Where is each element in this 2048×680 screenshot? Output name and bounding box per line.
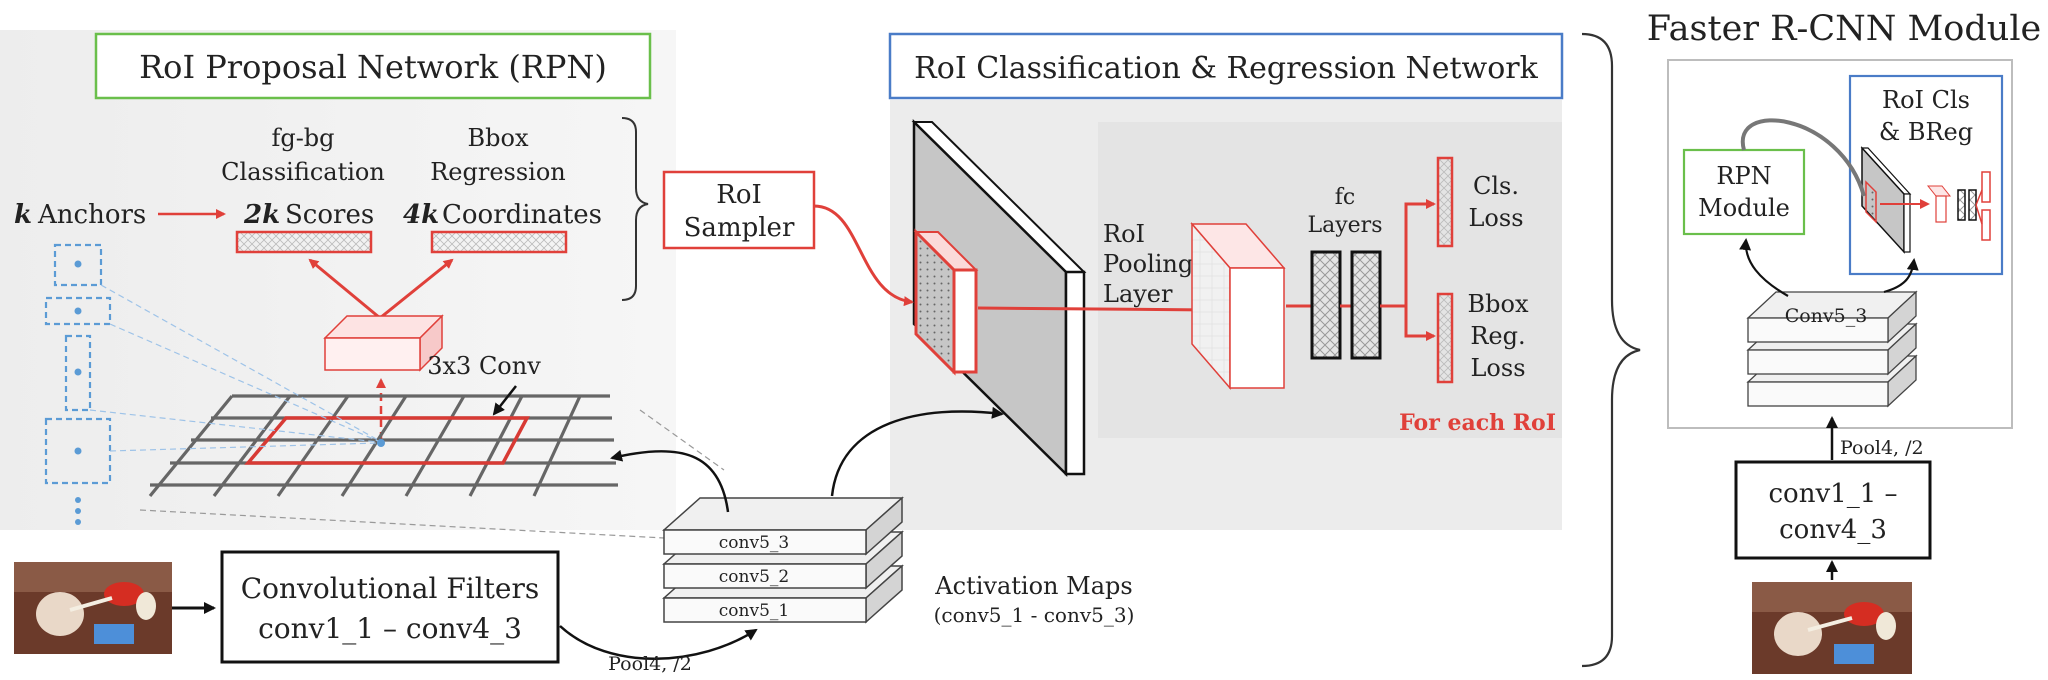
- summary-conv5-to-cls-arrow: [1883, 258, 1919, 294]
- feature-map-slab: [911, 119, 1087, 477]
- to-scores-arrow: [308, 258, 381, 320]
- input-image-left: [14, 562, 172, 654]
- anchor-lines: [89, 284, 379, 452]
- activation-line2: (conv5_1 - conv5_3): [934, 603, 1135, 627]
- for-each-roi-label: For each RoI: [1399, 410, 1556, 436]
- coords-k: 4k: [403, 200, 439, 230]
- summary-rpn-line1: RPN: [1716, 162, 1771, 190]
- cls-header-line1: fg-bg: [271, 124, 334, 152]
- roi-to-pool-arrow: [977, 304, 1214, 315]
- conv5-to-roi-arrow: [830, 406, 1004, 497]
- summary-conv-line2: conv4_3: [1779, 515, 1887, 545]
- filters-to-conv5-arrow: [559, 625, 758, 660]
- bbox-loss-line1: Bbox: [1468, 290, 1529, 318]
- summary-conv-box: conv1_1 – conv4_3: [1734, 460, 1932, 560]
- conv5-stack: conv5_3 conv5_2 conv5_1: [662, 496, 904, 624]
- cls-loss-vector: [1436, 156, 1454, 248]
- conv5-3-label: conv5_3: [719, 533, 789, 553]
- conv-filters-box: Convolutional Filters conv1_1 – conv4_3: [220, 550, 560, 664]
- scores-vector: [235, 230, 373, 254]
- conv5-2-label: conv5_2: [719, 567, 789, 587]
- cls-panel: RoI Classification & Regression Network …: [888, 32, 1564, 530]
- rpn-brace: [621, 117, 649, 301]
- fc-line1: fc: [1335, 185, 1355, 210]
- conv5-to-grid-arrow: [610, 449, 730, 513]
- summary-cls-line2: & BReg: [1879, 118, 1973, 146]
- activation-line1: Activation Maps: [934, 572, 1132, 600]
- roi-pool-line3: Layer: [1103, 280, 1173, 308]
- bbox-loss-line3: Loss: [1470, 354, 1525, 382]
- pooled-roi: [1190, 221, 1286, 391]
- summary-conv5-to-rpn-arrow: [1739, 238, 1789, 297]
- feature-grid: [148, 394, 618, 498]
- rpn-title-box: [94, 32, 652, 100]
- rpn-title: RoI Proposal Network (RPN): [139, 48, 607, 86]
- summary-conv5-stack: [1746, 290, 1918, 408]
- filters-line2: conv1_1 – conv4_3: [258, 612, 522, 645]
- filters-line1: Convolutional Filters: [241, 572, 540, 605]
- summary-pool-label: Pool4, /2: [1840, 437, 1924, 459]
- sampler-line2: Sampler: [684, 213, 795, 243]
- roi-on-feature-map: [913, 228, 979, 376]
- fc-layer-1: [1310, 250, 1342, 360]
- conv5-1-label: conv5_1: [719, 601, 789, 621]
- anchors-k: k: [14, 200, 32, 230]
- reg-header-line2: Regression: [430, 158, 566, 186]
- fc-line2: Layers: [1308, 213, 1383, 238]
- summary-rpn-line2: Module: [1698, 194, 1790, 222]
- sampler-to-roi-arrow: [813, 204, 914, 307]
- conv-label-arrow: [492, 385, 517, 416]
- to-coords-arrow: [379, 258, 454, 320]
- summary-conv5-label: Conv5_3: [1785, 305, 1868, 327]
- roi-sampler: RoI Sampler: [662, 170, 816, 250]
- module-title: Faster R-CNN Module: [1647, 9, 2041, 49]
- anchor-center: [377, 439, 385, 447]
- summary-panel: RPN Module RoI Cls & BReg: [1667, 59, 2013, 429]
- fc-layer-2: [1350, 250, 1382, 360]
- summary-rpn-to-cls-arc: [1740, 118, 1866, 197]
- module-brace: [1581, 32, 1641, 668]
- summary-cls-line1: RoI Cls: [1882, 86, 1970, 114]
- cls-loss-line2: Loss: [1468, 204, 1523, 232]
- rpn-panel: RoI Proposal Network (RPN) fg-bg Classif…: [0, 30, 725, 539]
- conv-output-box: [323, 314, 444, 372]
- cls-title-box: [888, 32, 1564, 100]
- pool-label: Pool4, /2: [608, 653, 692, 675]
- conv-label: 3x3 Conv: [427, 352, 541, 380]
- sampler-line1: RoI: [716, 180, 762, 210]
- to-cls-loss-arrow: [1380, 199, 1436, 308]
- scores-label: Scores: [285, 200, 374, 230]
- reg-header-line1: Bbox: [468, 124, 529, 152]
- to-bbox-loss-arrow: [1404, 306, 1436, 341]
- input-image-right: [1752, 582, 1912, 674]
- summary-conv-line1: conv1_1 –: [1769, 479, 1898, 509]
- anchors-label: Anchors: [37, 200, 146, 230]
- coords-label: Coordinates: [442, 200, 602, 230]
- cls-loss-line1: Cls.: [1473, 172, 1519, 200]
- bbox-loss-vector: [1436, 292, 1454, 384]
- conv-window: [244, 416, 530, 465]
- roi-pool-line1: RoI: [1103, 220, 1145, 248]
- cls-title: RoI Classification & Regression Network: [914, 51, 1538, 86]
- summary-rpn-box: [1682, 148, 1806, 236]
- coords-vector: [430, 230, 568, 254]
- cls-header-line2: Classification: [221, 158, 385, 186]
- bbox-loss-line2: Reg.: [1470, 322, 1525, 350]
- roi-pool-line2: Pooling: [1103, 250, 1193, 278]
- scores-k: 2k: [243, 200, 280, 230]
